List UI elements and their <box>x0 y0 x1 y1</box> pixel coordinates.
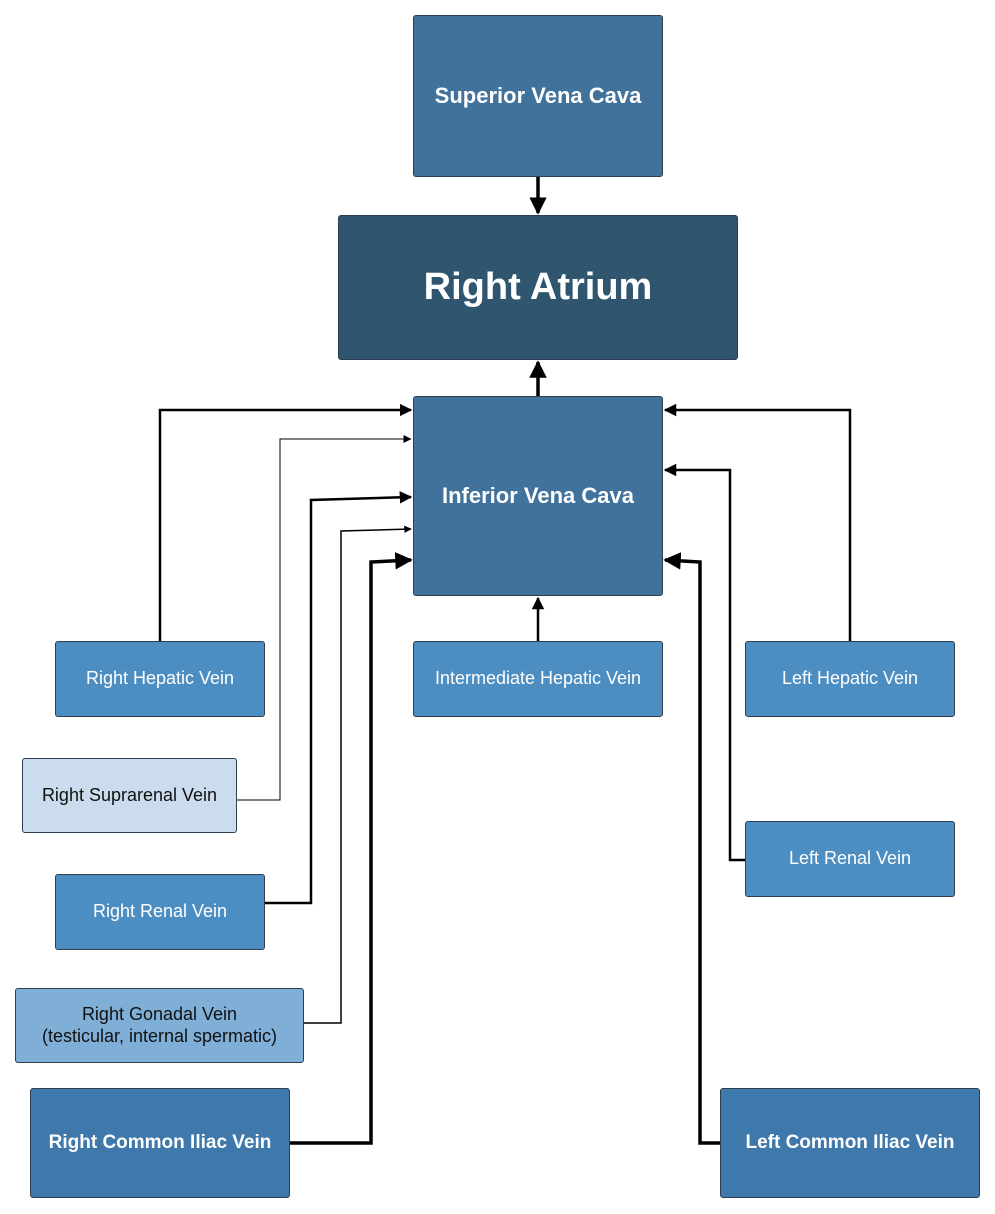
node-right-atrium: Right Atrium <box>338 215 738 360</box>
edge-left-renal-to-ivc <box>663 463 745 862</box>
edge-right-suprarenal-to-ivc <box>237 435 412 801</box>
edge-right-hepatic-to-ivc <box>158 403 413 641</box>
node-left-hepatic-vein: Left Hepatic Vein <box>745 641 955 717</box>
node-right-hepatic-vein: Right Hepatic Vein <box>55 641 265 717</box>
node-intermediate-hepatic-vein: Intermediate Hepatic Vein <box>413 641 663 717</box>
edge-left-hepatic-to-ivc <box>663 403 852 641</box>
node-right-common-iliac-vein: Right Common Iliac Vein <box>30 1088 290 1198</box>
edge-left-common-iliac-to-ivc <box>663 552 720 1145</box>
edge-right-common-iliac-to-ivc <box>290 552 413 1145</box>
node-left-renal-vein: Left Renal Vein <box>745 821 955 897</box>
node-right-renal-vein: Right Renal Vein <box>55 874 265 950</box>
node-left-common-iliac-vein: Left Common Iliac Vein <box>720 1088 980 1198</box>
node-right-gonadal-vein: Right Gonadal Vein (testicular, internal… <box>15 988 304 1063</box>
node-right-suprarenal-vein: Right Suprarenal Vein <box>22 758 237 833</box>
node-inferior-vena-cava: Inferior Vena Cava <box>413 396 663 596</box>
node-superior-vena-cava: Superior Vena Cava <box>413 15 663 177</box>
edge-right-renal-to-ivc <box>265 491 413 905</box>
edge-right-gonadal-to-ivc <box>304 525 412 1024</box>
